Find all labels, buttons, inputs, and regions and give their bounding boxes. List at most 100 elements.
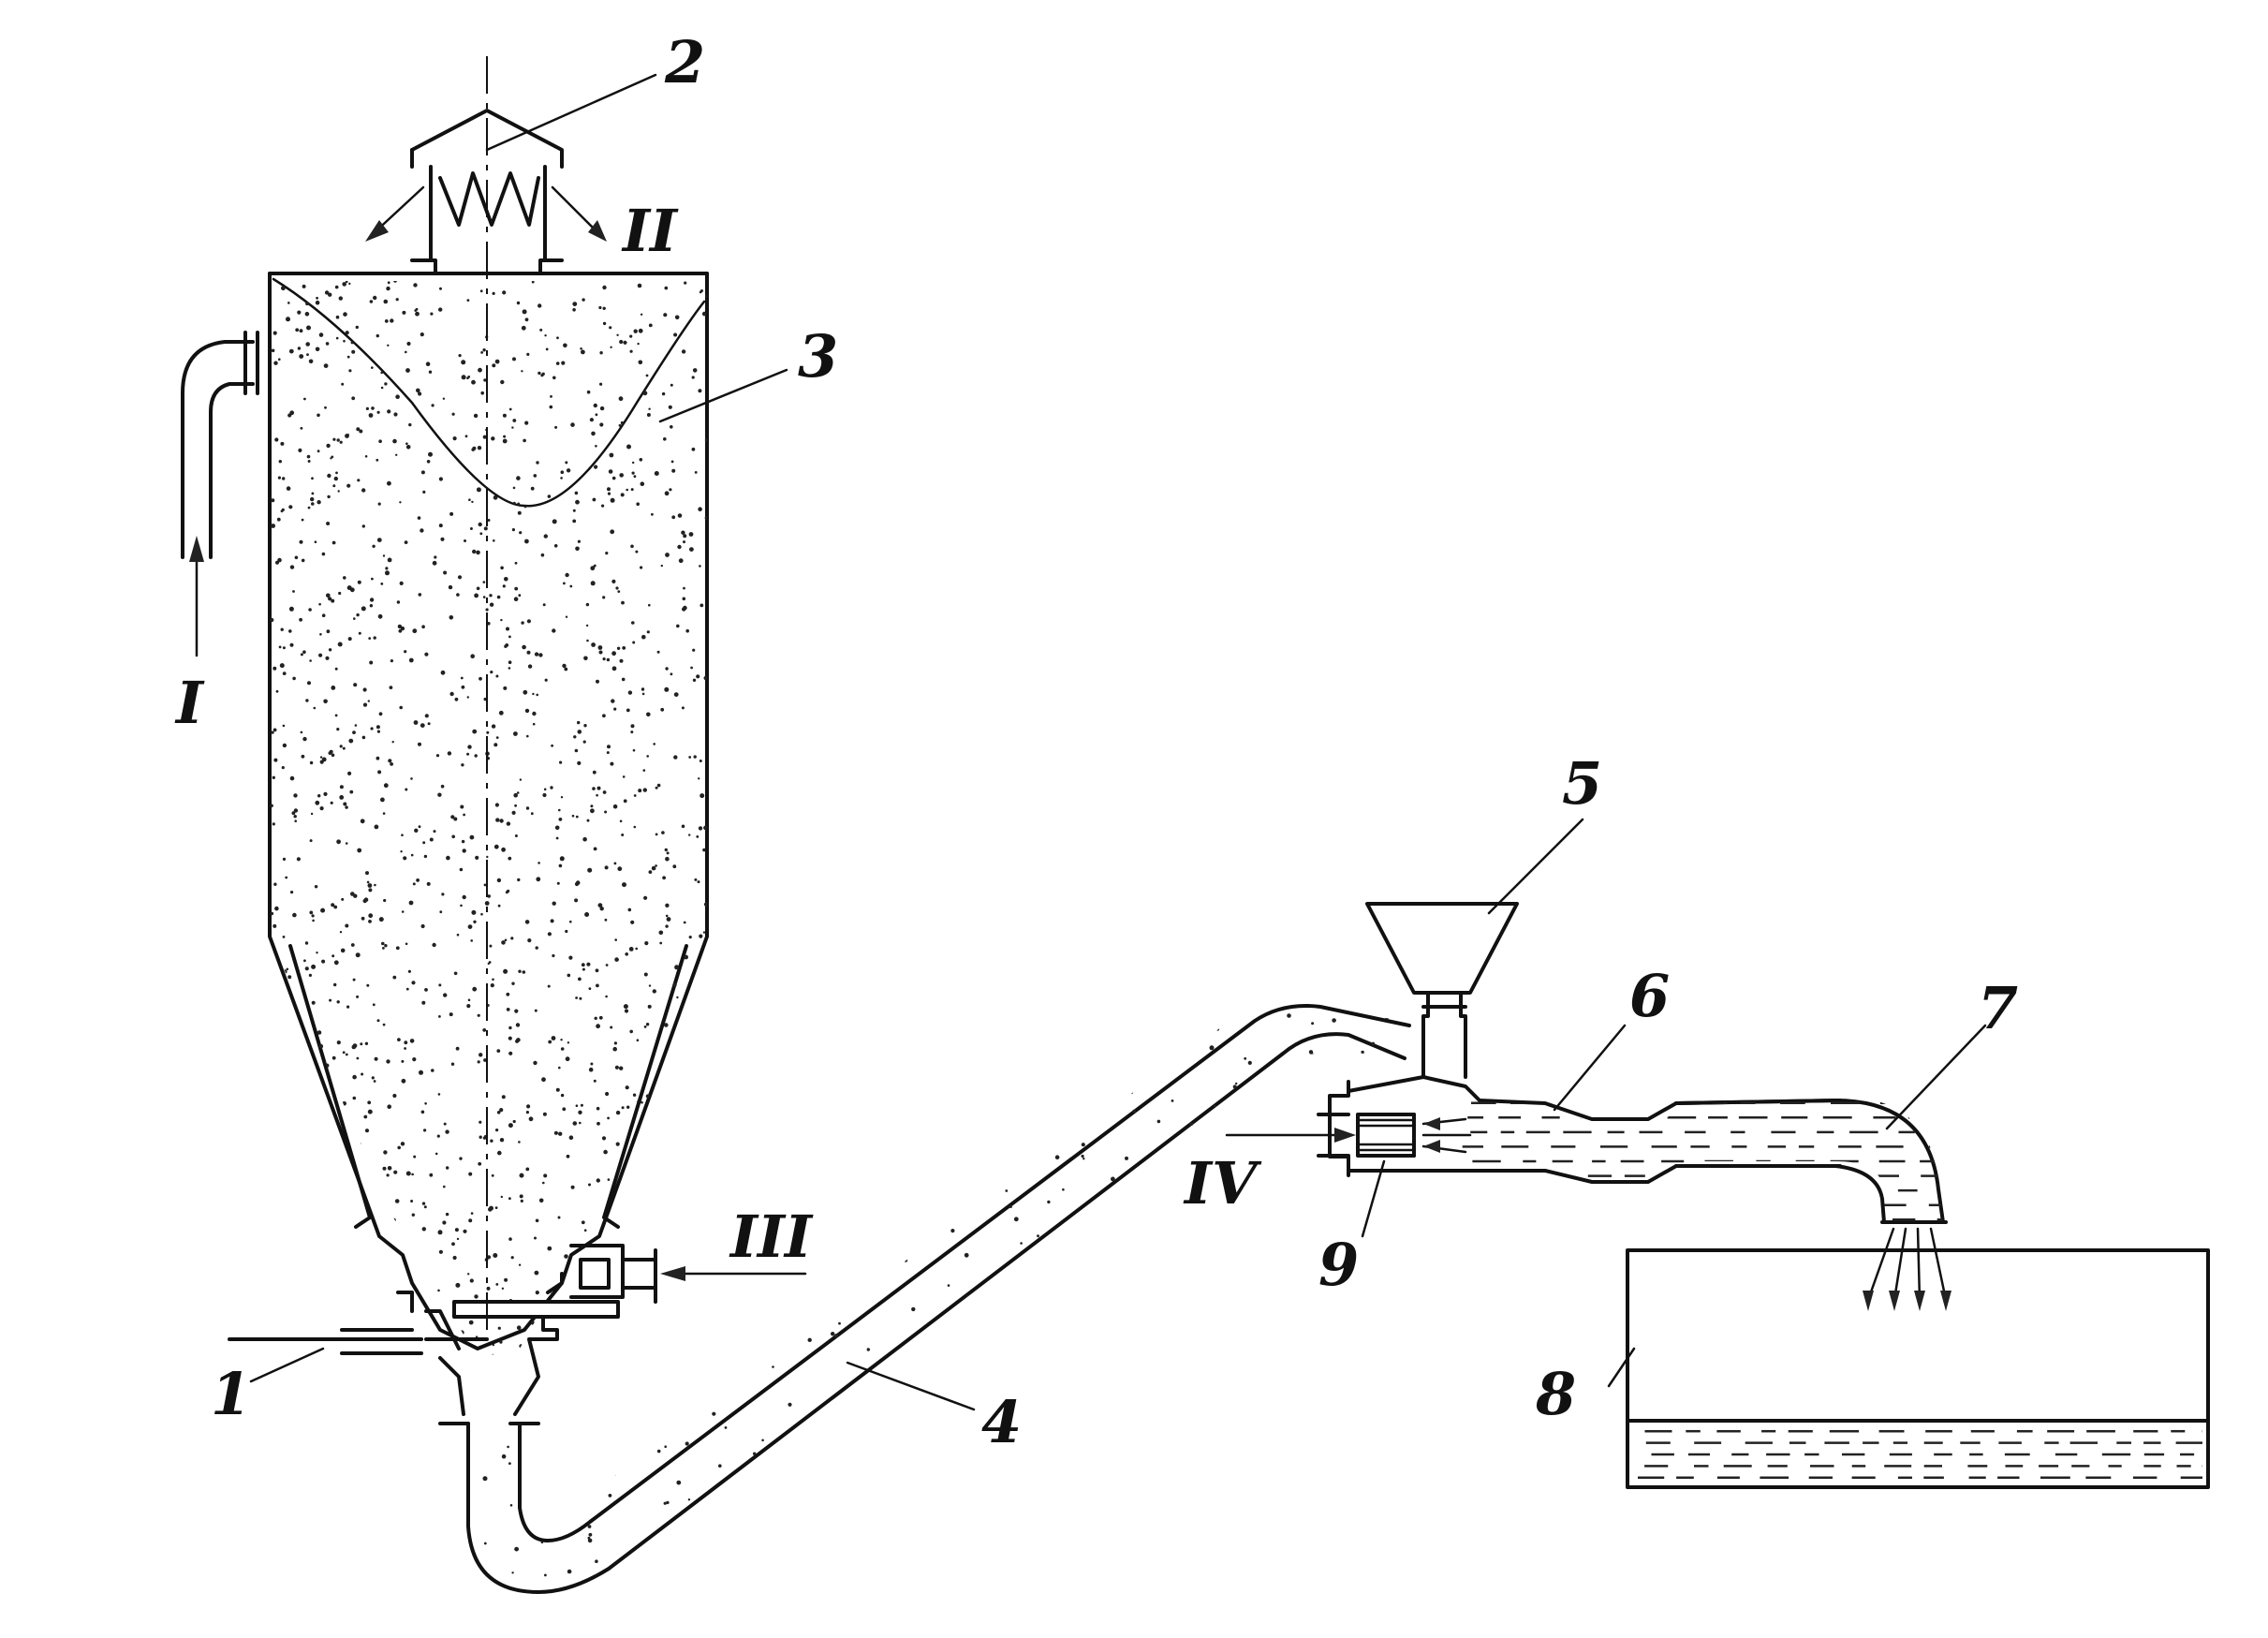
particle [458,354,462,358]
particle [699,1243,704,1247]
particle [549,1174,552,1177]
particle [380,386,384,390]
particle [654,471,659,476]
particle [405,350,407,354]
particle [666,917,671,922]
particle [275,689,279,693]
particle [625,952,628,956]
particle [472,729,478,734]
particle [384,382,388,386]
particle [480,912,483,916]
particle [636,1157,640,1160]
particle [295,1218,300,1224]
particle [331,753,335,758]
particle [700,1040,704,1045]
particle [345,805,348,809]
particle [1145,1312,1149,1316]
particle [525,1167,530,1172]
particle [352,1074,357,1080]
particle [334,1261,338,1263]
particle [553,1130,559,1135]
particle [294,555,299,560]
particle [554,825,560,831]
particle [367,700,370,702]
particle [405,368,410,373]
particle [471,500,474,504]
particle [317,794,321,798]
particle [608,1494,612,1498]
particle [637,1233,641,1237]
particle [524,317,529,322]
particle [1045,1466,1049,1470]
particle [618,423,622,427]
particle [495,1129,499,1132]
particle [293,808,299,813]
particle [303,397,306,401]
particle [328,648,332,652]
particle [582,836,587,842]
particle [688,936,692,939]
particle [1303,1513,1309,1519]
inlet-pipe-I [181,331,259,657]
particle [1211,1279,1215,1284]
particle [700,603,704,608]
particle [462,849,466,853]
particle [302,284,306,288]
particle [491,724,496,729]
particle [538,862,540,864]
particle [316,1088,320,1093]
particle [270,911,274,916]
particle [357,1142,361,1146]
vessel-fill-particles [270,281,707,1358]
particle [368,637,372,640]
particle [1230,1565,1234,1570]
particle [323,699,328,704]
particle [674,315,680,320]
particle [343,339,346,343]
particle [338,296,343,301]
particle [656,783,661,788]
particle [1214,1105,1216,1108]
particle [688,532,694,537]
particle [271,348,275,353]
label-flow-II: II [621,197,679,265]
particle [626,444,631,450]
particle [326,593,331,598]
particle [369,598,375,602]
particle [540,1541,544,1543]
particle [372,544,376,548]
particle [374,824,379,830]
particle [466,752,470,756]
particle [442,1220,447,1225]
particle [685,1218,690,1223]
particle [574,491,579,495]
particle [1171,1099,1174,1102]
particle [645,1133,649,1138]
particle [321,959,326,964]
particle [493,539,495,542]
particle [369,300,374,303]
particle [353,683,358,687]
leader-lines [249,73,1987,1411]
particle [405,942,408,946]
particle [514,834,518,837]
particle [482,348,486,352]
particle [637,1149,642,1154]
particle [466,696,469,699]
particle [699,1300,703,1304]
particle [1399,1585,1403,1588]
particle [950,1565,953,1569]
particle [552,628,556,633]
particle [1133,1272,1138,1277]
particle [826,1072,832,1078]
particle [375,1188,380,1194]
particle [979,1007,983,1008]
particle [342,1101,347,1106]
particle [1183,1132,1186,1136]
particle [651,865,656,871]
particle [755,1488,758,1492]
particle [397,1038,401,1041]
particle [299,617,302,622]
particle [511,1572,514,1574]
particle [521,621,524,625]
